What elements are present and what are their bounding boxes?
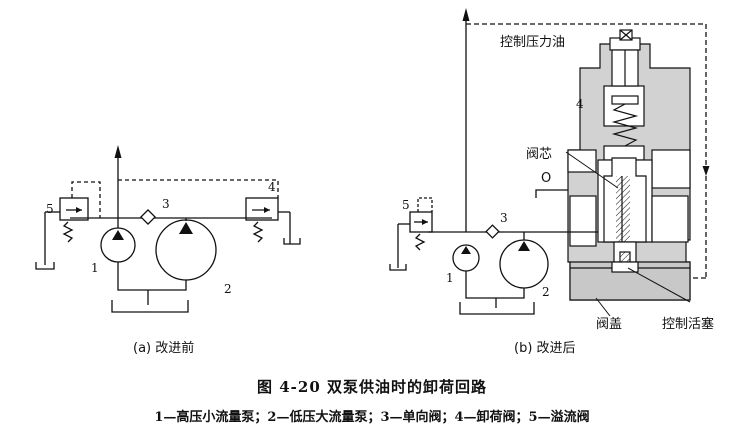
pump-1-symbol <box>100 218 136 288</box>
label-control-pressure-oil: 控制压力油 <box>500 35 565 50</box>
label-4: 4 <box>576 97 584 111</box>
pump-2-symbol <box>499 232 549 296</box>
label-control-piston: 控制活塞 <box>662 316 714 332</box>
relief-valve-5 <box>35 197 89 270</box>
label-3: 3 <box>500 211 508 225</box>
pump-2-symbol <box>155 218 217 288</box>
label-5: 5 <box>402 198 410 212</box>
relief-valve-5 <box>389 197 433 271</box>
panel-b-labels: 控制压力油 4 阀芯 O 5 3 1 2 阀盖 控制活塞 (b) 改进后 <box>402 35 714 356</box>
label-2: 2 <box>542 285 550 299</box>
label-spool: 阀芯 <box>526 147 552 162</box>
label-valve-cover: 阀盖 <box>596 317 622 332</box>
label-1: 1 <box>91 261 99 275</box>
label-4: 4 <box>268 180 276 194</box>
leader-lines <box>565 151 691 317</box>
flow-arrow-icon <box>462 8 470 21</box>
label-port-o: O <box>541 171 551 186</box>
panel-a <box>35 145 301 313</box>
check-valve-3 <box>140 209 156 225</box>
flow-arrow-icon <box>114 145 122 158</box>
caption-b: (b) 改进后 <box>514 341 576 356</box>
unloading-valve-section <box>567 29 691 301</box>
check-valve-3 <box>485 224 500 239</box>
figure-title: 图 4-20 双泵供油时的卸荷回路 <box>257 378 487 396</box>
label-5: 5 <box>46 202 54 216</box>
unloading-valve-4 <box>245 197 301 245</box>
label-3: 3 <box>162 197 170 211</box>
panel-a-labels: 5 1 3 2 4 (a) 改进前 <box>46 180 276 356</box>
caption-a: (a) 改进前 <box>133 340 194 356</box>
pump-1-symbol <box>452 244 480 296</box>
label-1: 1 <box>446 271 454 285</box>
figure-legend: 1—高压小流量泵；2—低压大流量泵；3—单向阀；4—卸荷阀；5—溢流阀 <box>154 410 590 425</box>
panel-b <box>389 8 710 315</box>
label-2: 2 <box>224 282 232 296</box>
